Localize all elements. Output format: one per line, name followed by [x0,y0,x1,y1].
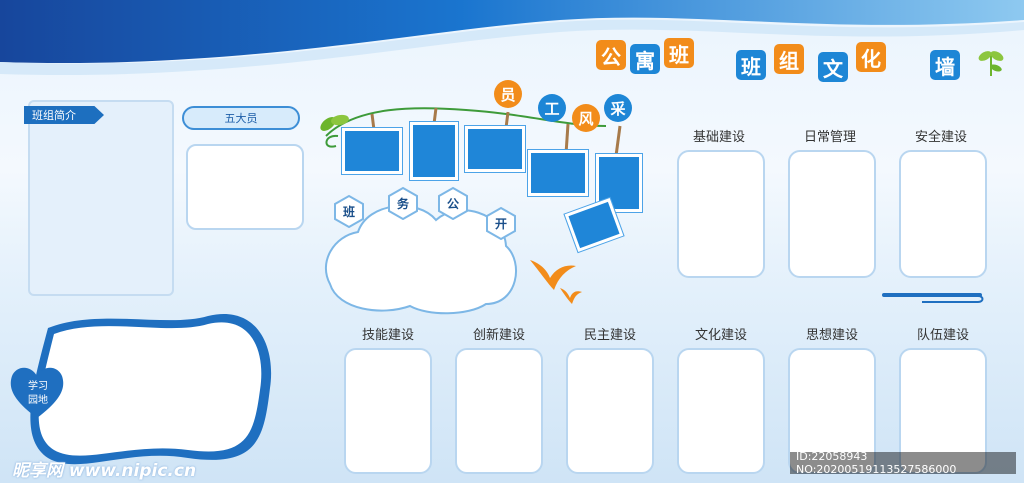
affairs-char: 务 [396,196,409,211]
intro-panel [28,100,174,296]
section-frame [899,348,987,474]
affairs-char: 开 [494,216,507,231]
section-frame [788,348,876,474]
affairs-hex [334,194,364,228]
section-frame [677,150,765,278]
section-title: 队伍建设 [916,328,969,343]
title-char: 化 [856,42,886,72]
study-frame [30,313,272,465]
title-char: 文 [818,52,848,82]
staff-photo [465,126,525,172]
section-title: 思想建设 [805,328,858,343]
staff-bubble: 工 [538,94,566,122]
title-banner: 公 寓 班 班 组 文 化 墙 [596,36,976,92]
affairs-hex [486,206,516,240]
intro-label: 班组简介 [24,106,104,124]
affairs-char: 公 [446,196,459,211]
divider-ornament [882,293,984,303]
header-swoosh [0,0,1024,76]
staff-photo [596,154,642,212]
affairs-cloud [324,205,517,315]
title-char: 组 [774,44,804,74]
section-title: 文化建设 [694,328,747,343]
watermark-id: ID:22058943 NO:20200519113527586000 [790,450,1016,476]
title-char: 墙 [930,50,960,80]
staff-photo [342,128,402,174]
section-title: 基础建设 [692,130,745,145]
section-title: 安全建设 [914,130,967,145]
staff-photo [410,122,458,180]
study-label: 学习 园地 [28,381,48,406]
bird-icon [530,260,582,304]
title-char: 寓 [630,44,660,74]
leaf-icon [978,51,1004,76]
section-frame [788,150,876,278]
heart-icon [10,367,64,418]
staff-photo [528,150,588,196]
section-frame [344,348,432,474]
five-staff-label: 五大员 [182,106,300,130]
title-char: 班 [736,50,766,80]
section-title: 日常管理 [803,130,856,145]
staff-vine [320,107,622,157]
section-title: 创新建设 [472,328,525,343]
watermark-logo: 昵享网 www.nipic.cn [12,461,197,481]
affairs-char: 班 [342,204,355,219]
section-frame [566,348,654,474]
affairs-hex [388,186,418,220]
five-staff-frame [186,144,304,230]
section-frame [455,348,543,474]
title-char: 班 [664,38,694,68]
section-title: 技能建设 [361,328,414,343]
section-frame [677,348,765,474]
section-frame [899,150,987,278]
staff-bubble: 采 [604,94,632,122]
section-title: 民主建设 [583,328,636,343]
staff-bubble: 风 [572,104,600,132]
staff-bubble: 员 [494,80,522,108]
affairs-hex [438,186,468,220]
header-banner [0,0,1024,90]
title-char: 公 [596,40,626,70]
